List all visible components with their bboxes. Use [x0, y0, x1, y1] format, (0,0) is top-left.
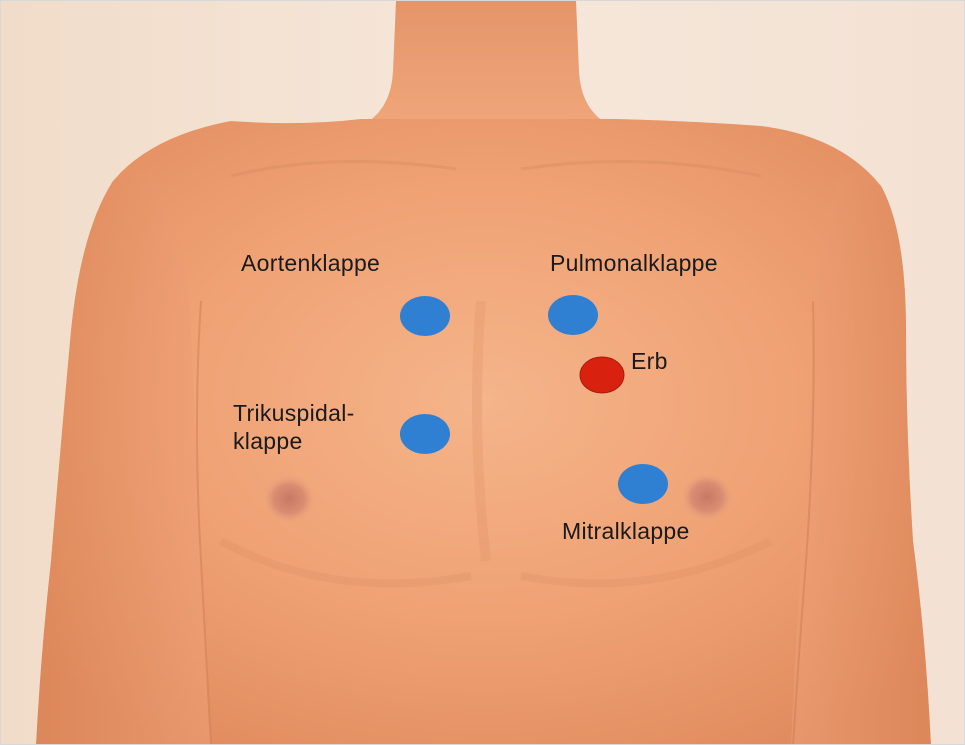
pulmonary-valve-label: Pulmonalklappe: [550, 249, 718, 277]
pulmonary-valve-marker: [548, 295, 598, 335]
tricuspid-label-line-2: klappe: [233, 427, 403, 455]
erb-point-label: Erb: [631, 347, 668, 375]
neck: [361, 1, 611, 126]
aortic-valve-label: Aortenklappe: [241, 249, 380, 277]
aortic-valve-marker: [400, 296, 450, 336]
tricuspid-label-line-1: Trikuspidal-: [233, 399, 403, 427]
mitral-valve-label: Mitralklappe: [562, 517, 690, 545]
right-nipple: [681, 473, 733, 521]
erb-point-marker: [580, 357, 624, 393]
mitral-valve-marker: [618, 464, 668, 504]
tricuspid-valve-marker: [400, 414, 450, 454]
tricuspid-valve-label: Trikuspidal- klappe: [233, 399, 403, 455]
left-nipple: [263, 475, 315, 523]
